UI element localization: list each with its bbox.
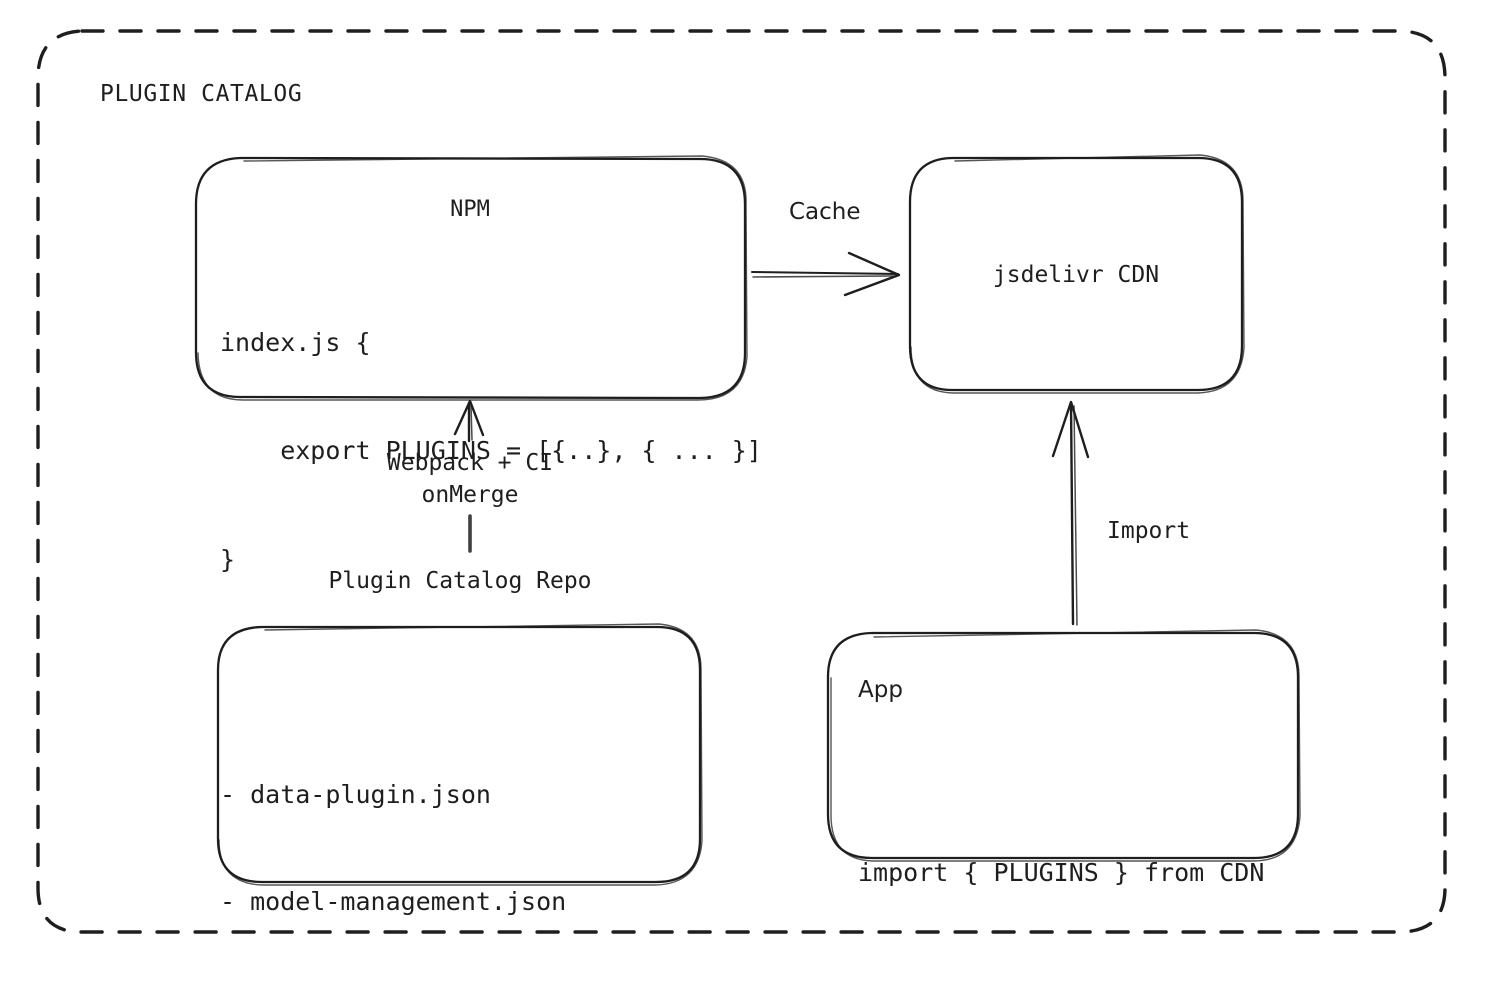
app-code-line: import { PLUGINS } from CDN bbox=[858, 858, 1265, 887]
import-arrow-head bbox=[1051, 400, 1090, 459]
npm-code-line: } bbox=[220, 545, 236, 574]
cache-arrow-head bbox=[843, 251, 901, 297]
repo-file-list: - data-plugin.json - model-management.js… bbox=[220, 706, 566, 1002]
repo-file-item: - data-plugin.json bbox=[220, 780, 491, 809]
app-node-title: App bbox=[858, 677, 903, 703]
npm-code-line: index.js { bbox=[220, 327, 371, 357]
repo-file-item: ... bbox=[220, 990, 566, 1002]
repo-file-item: - model-management.json bbox=[220, 886, 567, 916]
app-code-block: import { PLUGINS } from CDN PLUGINS.forE… bbox=[858, 735, 1264, 1002]
group-title: PLUGIN CATALOG bbox=[100, 81, 303, 107]
npm-code-line: export PLUGINS = [{..}, { ... }] bbox=[220, 436, 762, 466]
cdn-node-title: jsdelivr CDN bbox=[992, 262, 1160, 288]
import-arrow-shaft-sketch bbox=[1073, 405, 1078, 626]
cache-arrow-shaft-sketch bbox=[752, 275, 898, 278]
import-arrow-shaft bbox=[1069, 401, 1075, 626]
npm-node-title: NPM bbox=[450, 197, 490, 222]
cache-edge-label: Cache bbox=[789, 199, 861, 225]
import-edge-label: Import bbox=[1107, 518, 1191, 544]
repo-node-caption: Plugin Catalog Repo bbox=[328, 568, 592, 594]
webpack-ci-edge-label: Webpack + CI onMerge bbox=[386, 450, 554, 509]
cache-arrow-shaft bbox=[751, 271, 899, 275]
npm-code-block: index.js { export PLUGINS = [{..}, { ...… bbox=[220, 252, 762, 651]
